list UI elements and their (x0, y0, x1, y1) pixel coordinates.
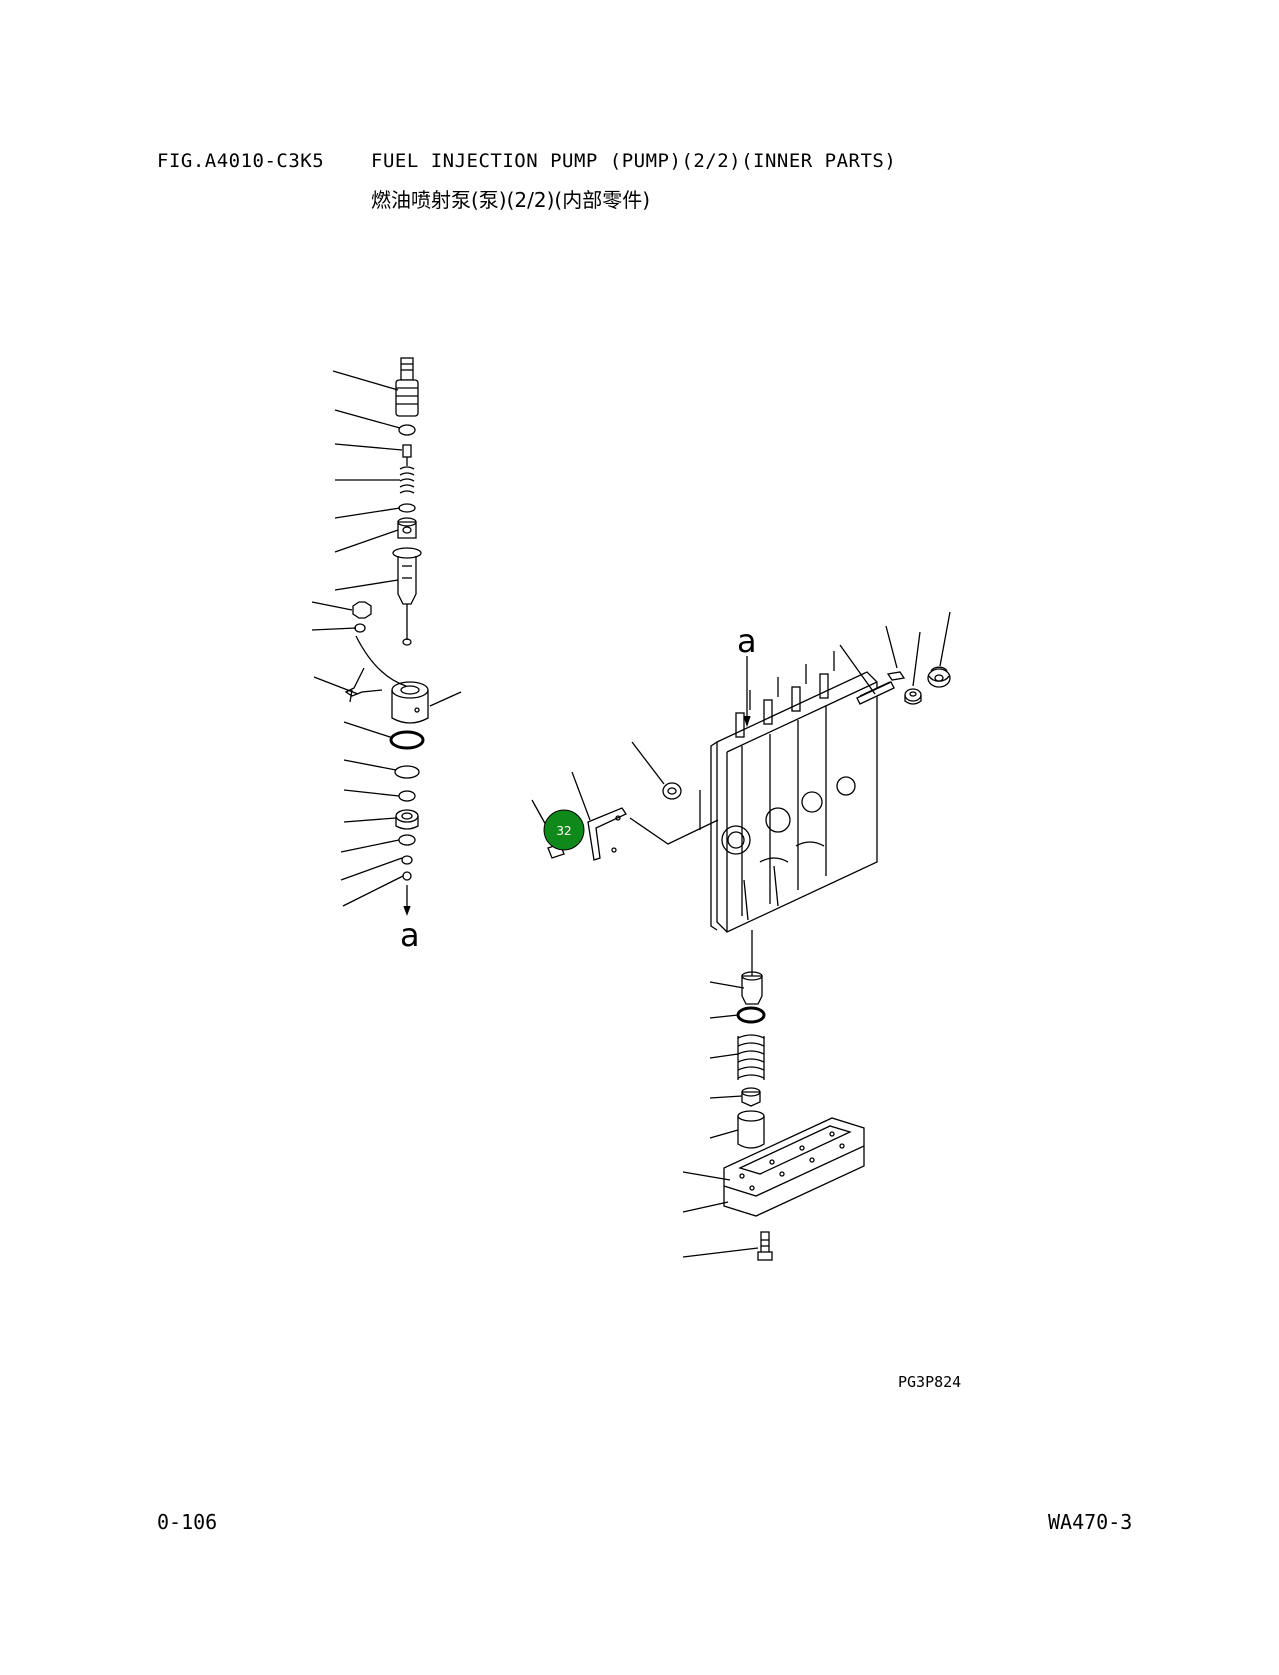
figure-code: FIG.A4010-C3K5 (157, 150, 325, 172)
gasket-small (398, 503, 416, 513)
leader-lines-bracket (531, 771, 719, 845)
figure-title: FUEL INJECTION PUMP (PUMP)(2/2)(INNER PA… (371, 150, 897, 172)
o-ring-small (401, 855, 413, 865)
washer-small (354, 623, 366, 633)
control-sleeve (391, 681, 429, 724)
ball (402, 871, 412, 881)
o-ring-upper (398, 424, 416, 436)
bracket (587, 807, 627, 861)
leader-plug (631, 741, 665, 785)
o-ring-lower (398, 834, 416, 846)
control-sleeve-arm (344, 667, 383, 703)
plunger-barrel (392, 547, 422, 646)
figure-title-chinese: 燃油喷射泵(泵)(2/2)(内部零件) (371, 188, 651, 212)
delivery-valve-stem (402, 444, 412, 466)
nut-small (352, 601, 372, 619)
shim (741, 1087, 761, 1107)
leader-lines-top-right (839, 611, 951, 695)
cover-bolt (757, 1231, 773, 1261)
delivery-valve-holder (395, 357, 419, 417)
coupling-nut (927, 666, 951, 688)
reference-mark-top: a (737, 622, 757, 660)
spring-seat-upper (389, 730, 425, 750)
callout-marker[interactable] (543, 809, 585, 851)
model-name: WA470-3 (1048, 1510, 1133, 1534)
callout-label[interactable]: 32 (556, 824, 571, 838)
washer-mid (398, 790, 416, 802)
leader-lines-left (311, 370, 462, 907)
part-callout-32[interactable]: 32 (543, 809, 585, 851)
spring-seat-lower (395, 809, 419, 830)
delivery-valve-seat (397, 517, 417, 539)
drawing-code: PG3P824 (898, 1373, 962, 1391)
delivery-valve-spring (399, 466, 415, 494)
tappet (737, 1110, 765, 1149)
lock-nut (904, 688, 922, 705)
cover-gasket (723, 1117, 865, 1217)
pump-housing (710, 651, 895, 933)
reference-mark-bottom: a (400, 916, 420, 954)
page-number: 0-106 (157, 1510, 218, 1534)
spring-seat (736, 1006, 766, 1024)
spring-ring (394, 765, 420, 779)
plug (662, 782, 682, 800)
leader-lines-lower (682, 981, 759, 1258)
plunger-spring (737, 1034, 765, 1080)
key (886, 671, 906, 681)
plunger-guide (741, 971, 763, 1005)
